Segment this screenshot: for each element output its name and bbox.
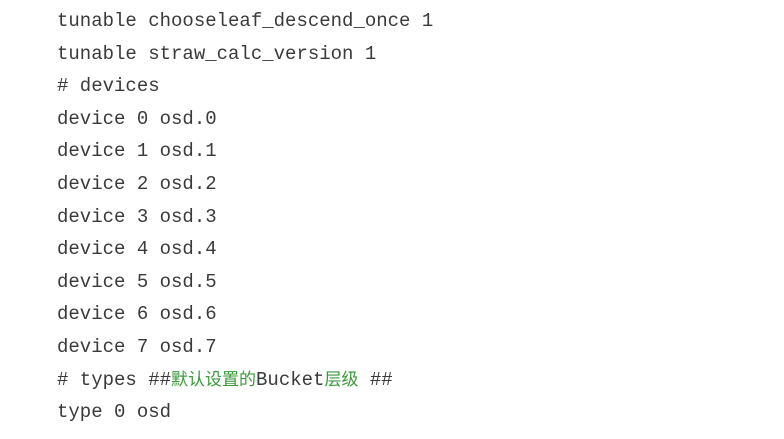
code-line: device 1 osd.1 xyxy=(57,140,217,163)
types-comment-bucket: Bucket xyxy=(256,368,325,391)
types-comment-cjk-level: 层级 xyxy=(324,369,359,390)
code-line: tunable chooseleaf_descend_once 1 xyxy=(57,10,434,32)
code-line: device 4 osd.4 xyxy=(57,238,217,261)
code-line: type 0 osd xyxy=(57,401,172,424)
code-line: device 5 osd.5 xyxy=(57,270,217,293)
code-line: device 6 osd.6 xyxy=(57,303,217,326)
code-line: device 7 osd.7 xyxy=(57,335,217,358)
types-comment-line: # types ##默认设置的Bucket层级 ## xyxy=(57,364,433,397)
code-block: tunable chooseleaf_descend_once 1 tunabl… xyxy=(57,5,433,429)
code-line: device 3 osd.3 xyxy=(57,205,217,228)
code-line: device 2 osd.2 xyxy=(57,172,217,195)
types-comment-prefix: # types ## xyxy=(57,368,172,391)
types-comment-cjk-default: 默认设置的 xyxy=(171,369,257,390)
code-line: device 0 osd.0 xyxy=(57,107,217,130)
types-comment-suffix: ## xyxy=(358,368,393,391)
code-line: tunable straw_calc_version 1 xyxy=(57,42,377,65)
code-line: # devices xyxy=(57,75,160,98)
